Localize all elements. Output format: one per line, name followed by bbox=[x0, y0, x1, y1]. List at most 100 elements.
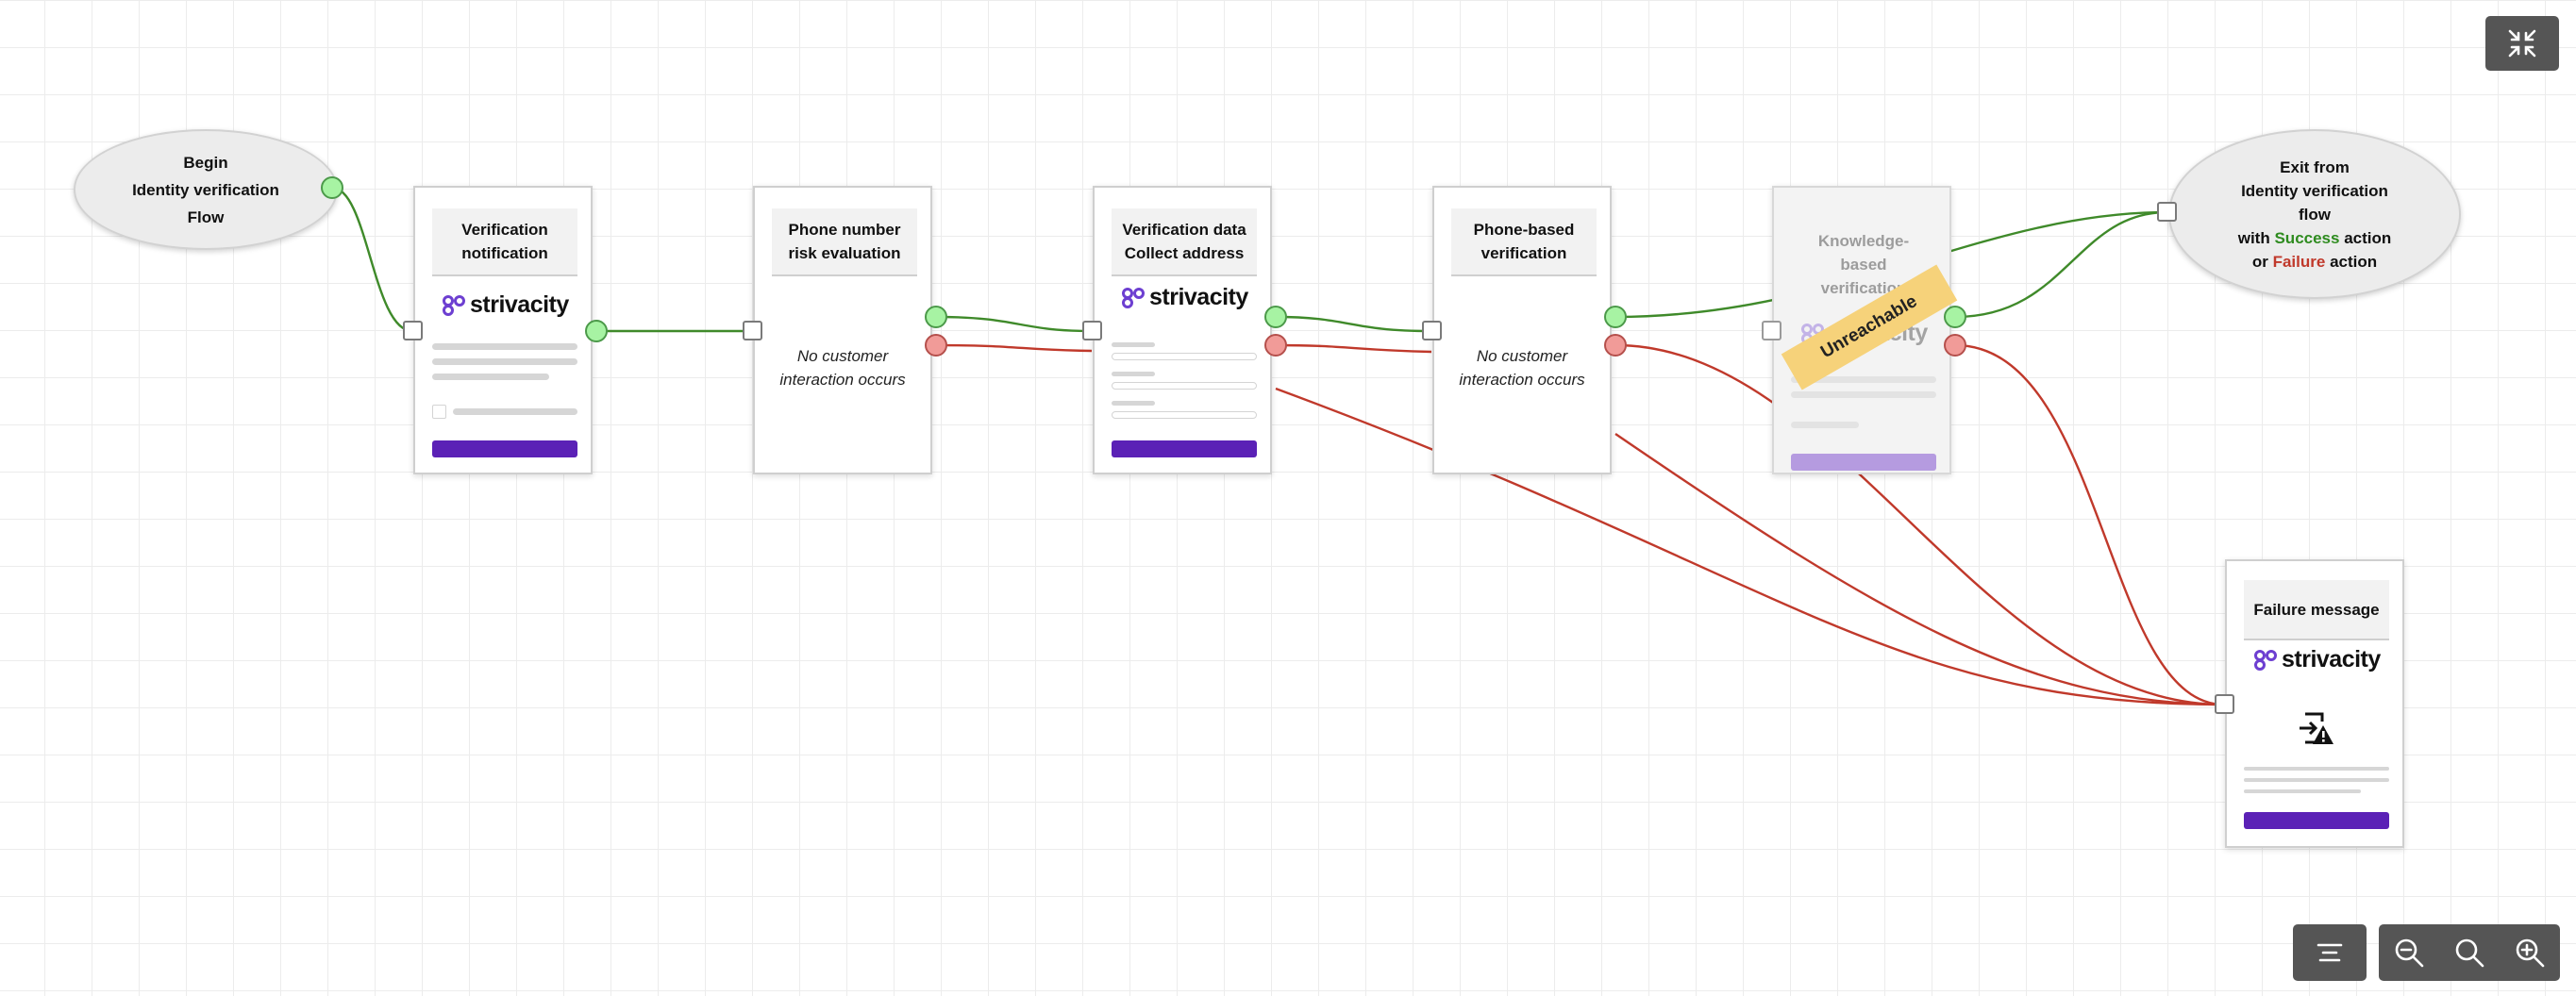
exit-line-2: Identity verification bbox=[2241, 181, 2388, 200]
placeholder-label bbox=[1112, 342, 1155, 347]
begin-line-2: Identity verification bbox=[132, 180, 279, 199]
failure-word: Failure bbox=[2272, 252, 2326, 271]
layout-menu-button[interactable] bbox=[2293, 924, 2367, 981]
kba-input-port[interactable] bbox=[1762, 321, 1781, 340]
notification-output-port[interactable] bbox=[585, 320, 608, 342]
title-line: Phone-based bbox=[1473, 221, 1575, 239]
placeholder-line bbox=[432, 358, 577, 365]
risk-input-port[interactable] bbox=[743, 321, 762, 340]
placeholder-button bbox=[1791, 454, 1936, 471]
risk-failure-port[interactable] bbox=[925, 334, 947, 357]
success-word: Success bbox=[2274, 228, 2340, 247]
edge-data-success-to-phone bbox=[1275, 315, 1432, 333]
placeholder-input bbox=[1112, 382, 1257, 390]
align-center-icon bbox=[2317, 943, 2343, 962]
title-line: risk evaluation bbox=[788, 244, 901, 262]
action-label: action bbox=[2344, 228, 2392, 247]
edge-kba-success-to-exit bbox=[1954, 210, 2168, 319]
node-title: Verification data Collect address bbox=[1112, 208, 1257, 276]
title-line: based bbox=[1840, 255, 1887, 274]
placeholder-line bbox=[1791, 376, 1936, 383]
edge-phone-failure-bottom-to-failure-message bbox=[1614, 433, 2225, 706]
exit-input-port[interactable] bbox=[2157, 202, 2177, 222]
logo-text: strivacity bbox=[2282, 646, 2381, 672]
node-title: Phone number risk evaluation bbox=[772, 208, 917, 276]
node-title: Verification notification bbox=[432, 208, 577, 276]
title-line: notification bbox=[461, 244, 548, 262]
zoom-controls bbox=[2379, 924, 2560, 981]
exit-line-3: flow bbox=[2299, 205, 2331, 224]
begin-line-1: Begin bbox=[183, 153, 228, 172]
failure-message-input-port[interactable] bbox=[2215, 694, 2234, 714]
note-line: interaction occurs bbox=[1459, 371, 1585, 389]
placeholder-line bbox=[1791, 391, 1936, 398]
edge-kba-failure-to-failure-message bbox=[1954, 343, 2225, 706]
title-line: Failure message bbox=[2253, 600, 2380, 619]
note-line: No customer bbox=[796, 347, 889, 365]
placeholder-input bbox=[1112, 411, 1257, 419]
no-interaction-note: No customer interaction occurs bbox=[1434, 344, 1610, 391]
node-phone-verification[interactable]: Phone-based verification No customer int… bbox=[1432, 186, 1612, 474]
placeholder-button bbox=[432, 440, 577, 457]
strivacity-mark-icon bbox=[2254, 649, 2277, 671]
collapse-icon bbox=[2508, 29, 2536, 58]
placeholder-line bbox=[432, 343, 577, 350]
data-input-port[interactable] bbox=[1082, 321, 1102, 340]
with-label: with bbox=[2237, 228, 2270, 247]
kba-success-port[interactable] bbox=[1944, 306, 1966, 328]
title-line: Phone number bbox=[788, 221, 901, 239]
edge-risk-success-to-data bbox=[935, 315, 1093, 333]
begin-line-3: Flow bbox=[187, 208, 225, 226]
strivacity-mark-icon bbox=[443, 294, 465, 316]
zoom-out-button[interactable] bbox=[2383, 924, 2435, 981]
edge-begin-to-notification bbox=[331, 186, 413, 333]
node-verification-data[interactable]: Verification data Collect address striva… bbox=[1093, 186, 1272, 474]
or-label: or bbox=[2251, 252, 2268, 271]
kba-failure-port[interactable] bbox=[1944, 334, 1966, 357]
collapse-button[interactable] bbox=[2485, 16, 2559, 71]
logo-text: strivacity bbox=[1149, 284, 1248, 310]
exit-success-row: with Success action bbox=[2238, 226, 2392, 250]
strivacity-logo: strivacity bbox=[1121, 284, 1248, 311]
placeholder-line bbox=[1791, 422, 1859, 428]
title-line: verification bbox=[1480, 244, 1567, 262]
node-phone-risk-evaluation[interactable]: Phone number risk evaluation No customer… bbox=[753, 186, 932, 474]
node-verification-notification[interactable]: Verification notification strivacity bbox=[413, 186, 593, 474]
title-line: Knowledge- bbox=[1817, 231, 1910, 250]
begin-node[interactable]: Begin Identity verification Flow bbox=[74, 129, 338, 250]
edge-data-failure-to-failure-message bbox=[1275, 387, 2225, 706]
strivacity-logo: strivacity bbox=[2253, 646, 2381, 673]
data-success-port[interactable] bbox=[1264, 306, 1287, 328]
placeholder-button bbox=[1112, 440, 1257, 457]
title-line: Collect address bbox=[1124, 244, 1245, 262]
placeholder-line bbox=[2244, 778, 2389, 782]
placeholder-button bbox=[2244, 812, 2389, 829]
risk-success-port[interactable] bbox=[925, 306, 947, 328]
node-title: Knowledge- based verification bbox=[1791, 222, 1936, 307]
placeholder-label bbox=[1112, 372, 1155, 376]
placeholder-line bbox=[453, 408, 577, 415]
node-title: Phone-based verification bbox=[1451, 208, 1597, 276]
no-interaction-note: No customer interaction occurs bbox=[755, 344, 930, 391]
placeholder-line bbox=[2244, 789, 2361, 793]
exit-failure-row: or Failure action bbox=[2252, 250, 2377, 274]
phone-input-port[interactable] bbox=[1422, 321, 1442, 340]
zoom-in-button[interactable] bbox=[2503, 924, 2556, 981]
edge-data-failure-to-phone bbox=[1275, 343, 1432, 354]
placeholder-input bbox=[1112, 353, 1257, 360]
node-failure-message[interactable]: Failure message strivacity bbox=[2225, 559, 2404, 848]
placeholder-line bbox=[432, 374, 549, 380]
notification-input-port[interactable] bbox=[403, 321, 423, 340]
exit-node[interactable]: Exit from Identity verification flow wit… bbox=[2168, 129, 2461, 299]
begin-output-port[interactable] bbox=[321, 176, 343, 199]
node-title: Failure message bbox=[2244, 580, 2389, 640]
logo-text: strivacity bbox=[470, 291, 569, 318]
title-line: Verification data bbox=[1122, 221, 1246, 239]
strivacity-logo: strivacity bbox=[442, 291, 569, 319]
zoom-reset-button[interactable] bbox=[2443, 924, 2496, 981]
phone-failure-port[interactable] bbox=[1604, 334, 1627, 357]
data-failure-port[interactable] bbox=[1264, 334, 1287, 357]
phone-success-port[interactable] bbox=[1604, 306, 1627, 328]
title-line: Verification bbox=[461, 221, 548, 239]
search-icon bbox=[2455, 938, 2484, 968]
